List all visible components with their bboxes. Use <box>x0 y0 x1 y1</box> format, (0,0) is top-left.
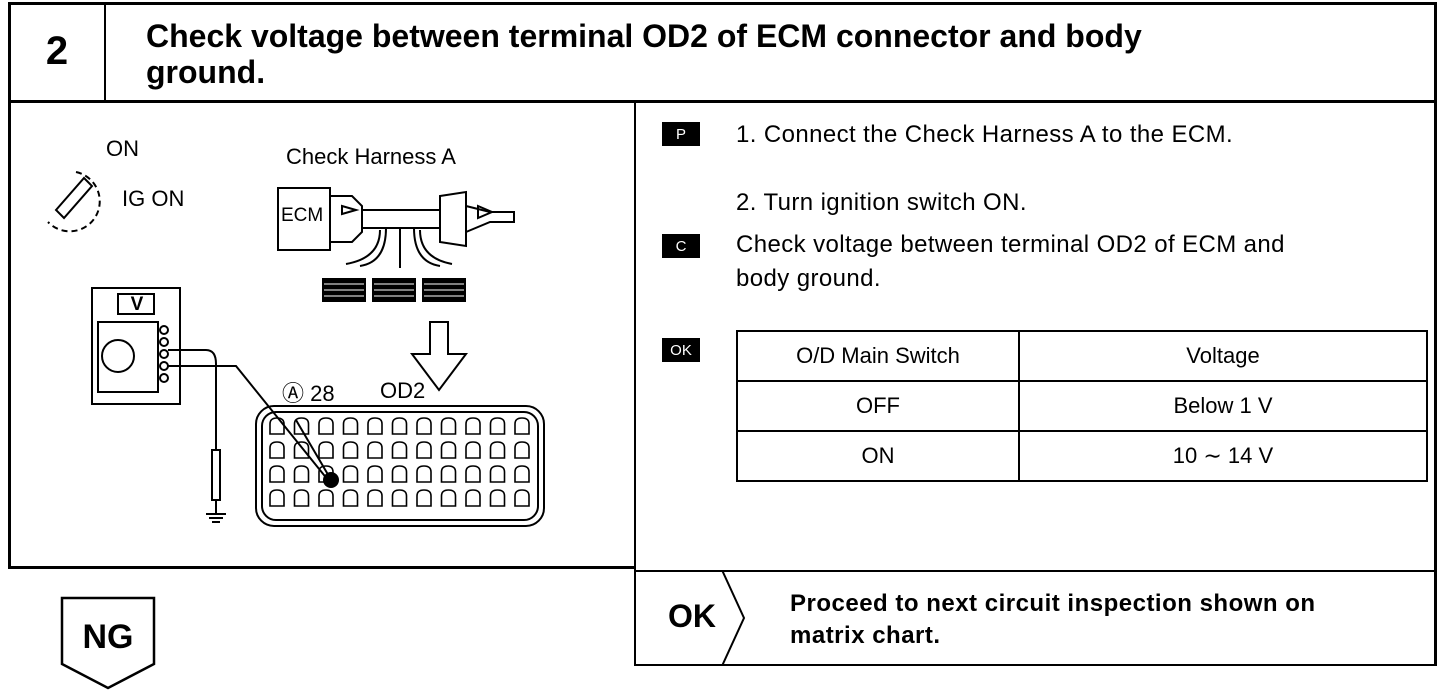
step-title-line1: Check voltage between terminal OD2 of EC… <box>146 18 1142 54</box>
connector-pin <box>416 417 432 435</box>
voltmeter-icon <box>91 287 181 405</box>
connector-pin <box>514 417 530 435</box>
connector-pin <box>391 417 408 435</box>
connector-pin <box>269 441 285 459</box>
ok-icon: OK <box>662 338 700 362</box>
connector-pin <box>318 465 334 483</box>
header-bottom <box>8 100 1436 103</box>
connector-pin <box>269 465 285 483</box>
connector-pin <box>465 489 481 507</box>
prep-step2: 2. Turn ignition switch ON. <box>736 189 1027 216</box>
ecm-label: ECM <box>281 205 324 226</box>
connector-pin <box>367 489 383 507</box>
spec-table: O/D Main Switch Voltage OFF Below 1 V ON… <box>736 330 1428 482</box>
illustration-bottom <box>8 566 636 569</box>
ng-arrow-box <box>60 596 156 690</box>
ecm-connector-icon <box>255 405 545 527</box>
illustration-right <box>634 100 636 666</box>
connector-pin <box>367 417 383 435</box>
ok-instruction: Proceed to next circuit inspection shown… <box>790 588 1316 652</box>
ok-box-top <box>634 570 1436 572</box>
connector-pin <box>514 441 530 459</box>
connector-pin <box>318 489 334 507</box>
header-switch: O/D Main Switch <box>736 330 1020 382</box>
harness-label: Check Harness A <box>286 144 456 169</box>
connector-pin <box>391 441 408 459</box>
connector-pin <box>318 417 334 435</box>
frame-left <box>8 2 11 568</box>
ng-label: NG <box>82 618 134 656</box>
ok-box-bottom <box>634 664 1436 666</box>
connector-pin <box>367 441 383 459</box>
illustration-drawing <box>47 171 545 527</box>
number-divider <box>104 2 106 100</box>
ok-line1: Proceed to next circuit inspection shown… <box>790 590 1316 617</box>
meter-label: V <box>130 294 144 315</box>
connector-pin <box>367 465 383 483</box>
connector-pin <box>489 465 506 483</box>
connector-pin <box>440 465 457 483</box>
connector-pin <box>416 465 432 483</box>
down-arrow-icon <box>410 321 468 392</box>
step-title-line2: ground. <box>146 54 266 90</box>
ok-label: OK <box>668 598 716 634</box>
connector-pin <box>465 441 481 459</box>
step-title: Check voltage between terminal OD2 of EC… <box>146 18 1346 90</box>
connector-pin <box>489 441 506 459</box>
connector-pin <box>269 417 285 435</box>
ig-on-label: IG ON <box>122 186 185 211</box>
cell-voltage-on: 10 ∼ 14 V <box>1018 430 1428 482</box>
connector-pin <box>293 417 310 435</box>
od2-label: OD2 <box>380 378 426 403</box>
connector-pin <box>514 465 530 483</box>
connector-pin <box>342 417 359 435</box>
table-row: OFF Below 1 V <box>736 380 1428 432</box>
cell-voltage-off: Below 1 V <box>1018 380 1428 432</box>
connector-pin <box>293 489 310 507</box>
step-number: 2 <box>45 28 69 73</box>
cell-switch-off: OFF <box>736 380 1020 432</box>
ignition-key-icon <box>47 171 101 233</box>
connector-pin <box>269 489 285 507</box>
table-header-row: O/D Main Switch Voltage <box>736 330 1428 382</box>
prep-step1: 1. Connect the Check Harness A to the EC… <box>736 121 1234 148</box>
table-row: ON 10 ∼ 14 V <box>736 430 1428 482</box>
frame-top <box>8 2 1436 5</box>
connector-pin <box>293 465 310 483</box>
connector-pin <box>391 489 408 507</box>
od2-terminal-pin <box>323 472 339 488</box>
connector-pin <box>514 489 530 507</box>
ok-line2: matrix chart. <box>790 622 941 649</box>
ok-chevron-icon <box>721 570 746 666</box>
connector-pin <box>465 465 481 483</box>
connector-pin <box>342 441 359 459</box>
cell-switch-on: ON <box>736 430 1020 482</box>
connector-pin <box>293 441 310 459</box>
connector-pin <box>440 417 457 435</box>
check-line1: Check voltage between terminal OD2 of EC… <box>736 231 1285 258</box>
terminal-label: Ⓐ 28 <box>282 381 335 406</box>
prep-icon: P <box>662 122 700 146</box>
check-text: Check voltage between terminal OD2 of EC… <box>736 228 1426 296</box>
switch-on-label: ON <box>106 136 139 161</box>
check-line2: body ground. <box>736 265 881 292</box>
connector-pin <box>489 489 506 507</box>
frame-right <box>1434 2 1437 666</box>
connector-pin <box>342 465 359 483</box>
connector-pin <box>416 489 432 507</box>
connector-pin <box>440 441 457 459</box>
header-voltage: Voltage <box>1018 330 1428 382</box>
connector-pin <box>489 417 506 435</box>
connector-pin <box>440 489 457 507</box>
connector-pin <box>318 441 334 459</box>
connector-pin <box>465 417 481 435</box>
check-icon: C <box>662 234 700 258</box>
connector-pin <box>416 441 432 459</box>
connector-pin <box>391 465 408 483</box>
connector-pin <box>342 489 359 507</box>
check-harness-icon <box>277 187 515 268</box>
